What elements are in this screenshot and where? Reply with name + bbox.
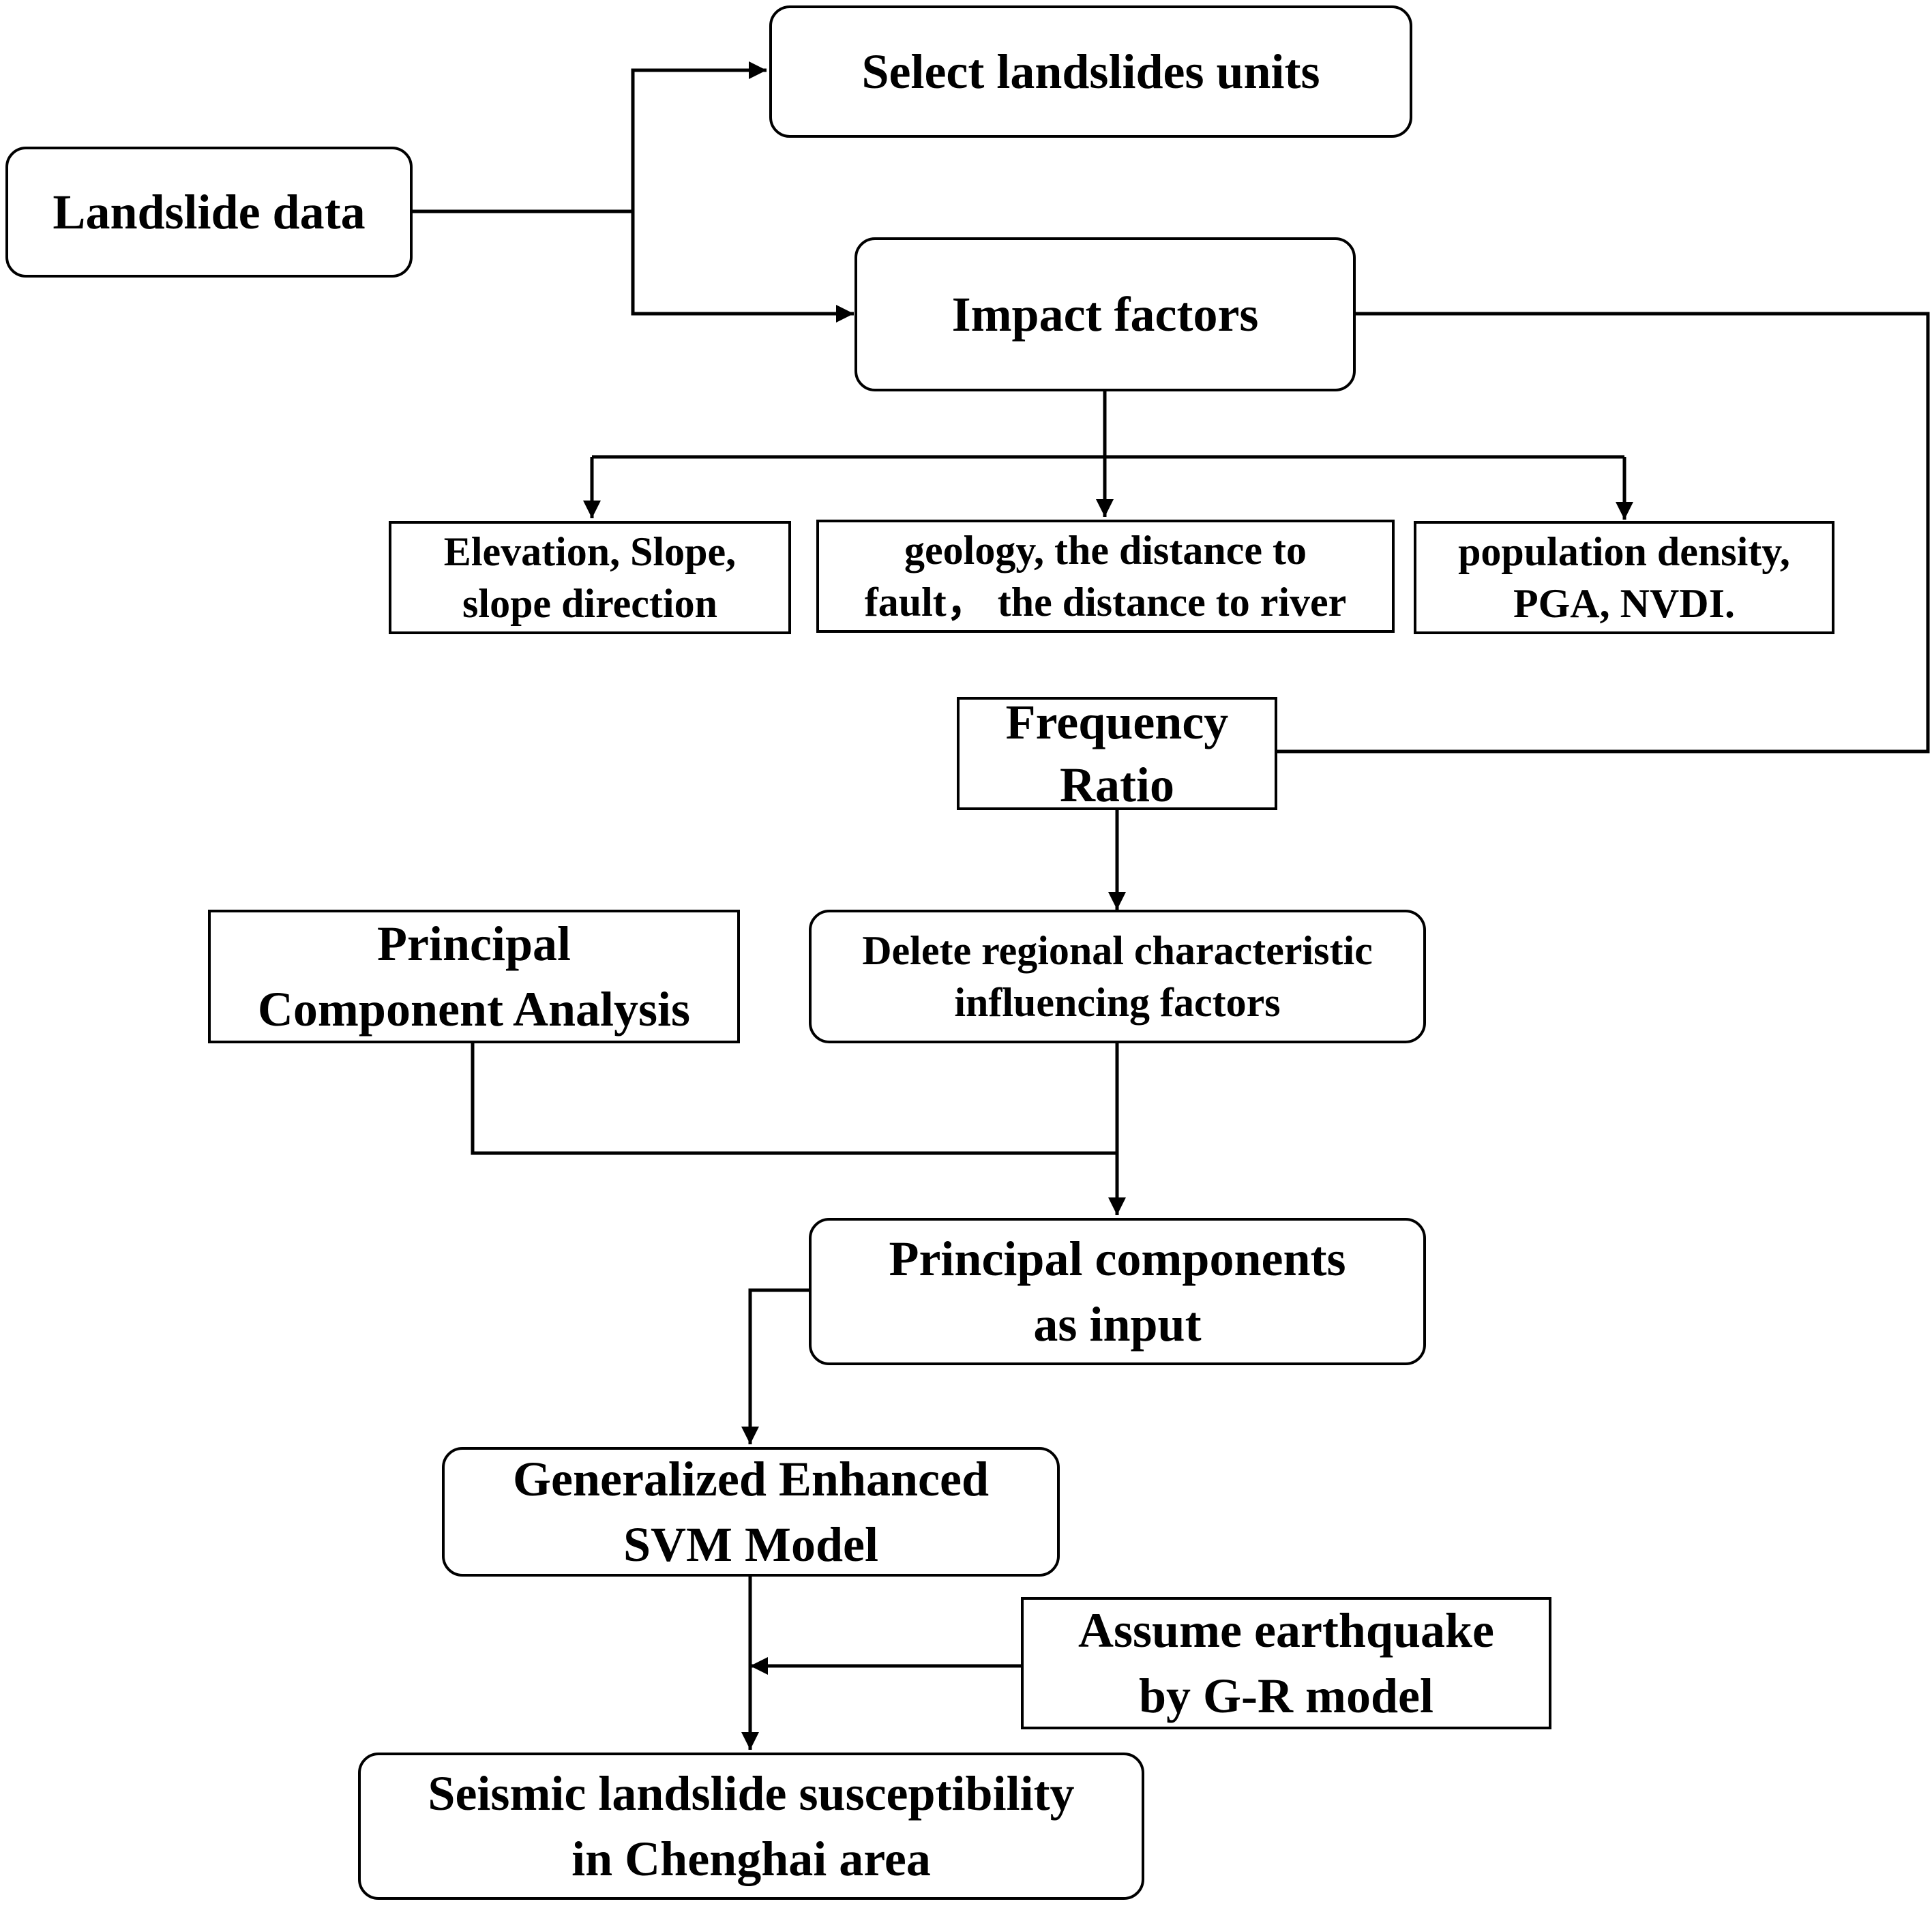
label-susceptibility: Seismic landslide susceptibility in Chen… [428,1766,1075,1886]
label-principal-components: Principal components as input [889,1232,1346,1352]
node-select-units: Select landslides units [769,5,1412,138]
label-delete-factors: Delete regional characteristic influenci… [862,928,1373,1025]
label-factor-group-1: Elevation, Slope, slope direction [443,529,737,626]
node-svm-model: Generalized Enhanced SVM Model [442,1447,1060,1577]
label-pca: Principal Component Analysis [257,916,691,1037]
label-factor-group-3: population density, PGA, NVDI. [1458,529,1790,626]
connector-to-impact-factors [631,211,854,323]
node-pca: Principal Component Analysis [208,910,740,1043]
connector-to-select-units [631,61,767,211]
label-factor-group-2: geology, the distance to fault， the dist… [864,528,1347,625]
connector-pca-down [471,1043,1117,1155]
node-factor-group-3: population density, PGA, NVDI. [1414,521,1834,634]
node-assume-earthquake: Assume earthquake by G-R model [1021,1597,1551,1729]
connector-impact-to-fr [1277,312,1930,754]
node-susceptibility: Seismic landslide susceptibility in Chen… [358,1753,1144,1900]
label-impact-factors: Impact factors [951,287,1259,342]
label-assume-earthquake: Assume earthquake by G-R model [1078,1603,1495,1723]
node-frequency-ratio: Frequency Ratio [957,695,1277,812]
label-svm-model: Generalized Enhanced SVM Model [513,1452,989,1572]
label-landslide-data: Landslide data [53,185,366,239]
node-factor-group-1: Elevation, Slope, slope direction [389,521,791,634]
node-landslide-data: Landslide data [5,147,413,278]
label-frequency-ratio: Frequency Ratio [1005,695,1229,812]
label-select-units: Select landslides units [861,44,1320,99]
node-factor-group-2: geology, the distance to fault， the dist… [816,520,1395,633]
node-principal-components: Principal components as input [809,1218,1426,1365]
node-delete-factors: Delete regional characteristic influenci… [809,910,1426,1043]
connector-pc-to-svm [741,1288,810,1444]
node-impact-factors: Impact factors [854,237,1356,391]
